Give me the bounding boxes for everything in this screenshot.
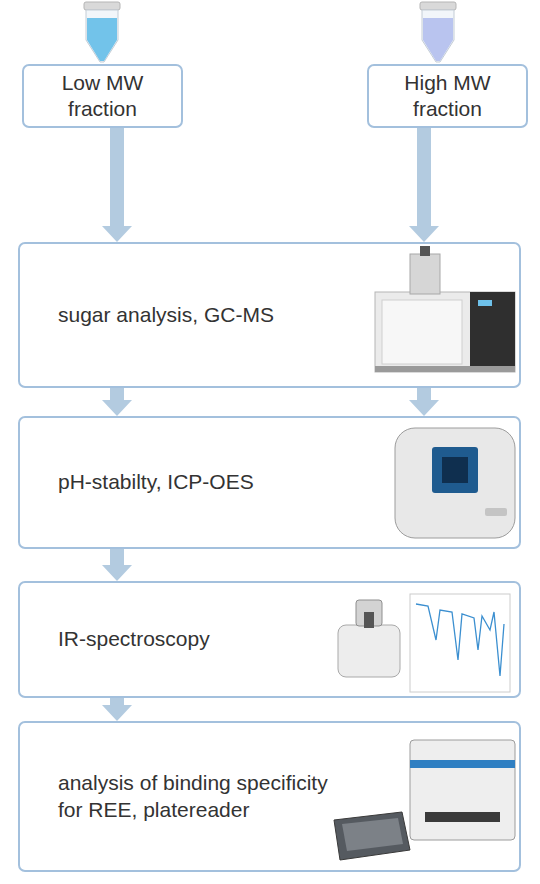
tube-icon (84, 2, 120, 62)
tube-cap (84, 2, 120, 10)
process-box: analysis of binding specificity for REE,… (18, 721, 521, 872)
box-label: IR-spectroscopy (58, 626, 358, 652)
flow-arrow (102, 388, 132, 416)
process-box: pH-stabilty, ICP-OES (18, 416, 521, 549)
flow-arrow (102, 128, 132, 242)
flow-arrow (102, 549, 132, 581)
tube-body (86, 10, 118, 62)
process-box: IR-spectroscopy (18, 581, 521, 698)
tube-cap (420, 2, 456, 10)
tube-body (422, 10, 454, 62)
box-label: pH-stabilty, ICP-OES (58, 469, 358, 495)
tube-liquid (423, 18, 453, 61)
box-label: High MW fraction (379, 70, 516, 123)
flow-arrow (102, 698, 132, 721)
flow-arrow (409, 128, 439, 242)
process-box: High MW fraction (367, 64, 528, 128)
process-box: sugar analysis, GC-MS (18, 242, 521, 388)
flow-arrow (409, 388, 439, 416)
box-label: Low MW fraction (34, 70, 171, 123)
box-label: sugar analysis, GC-MS (58, 302, 358, 328)
box-label: analysis of binding specificity for REE,… (58, 770, 343, 823)
tube-liquid (87, 18, 117, 61)
tube-icon (420, 2, 456, 62)
process-box: Low MW fraction (22, 64, 183, 128)
